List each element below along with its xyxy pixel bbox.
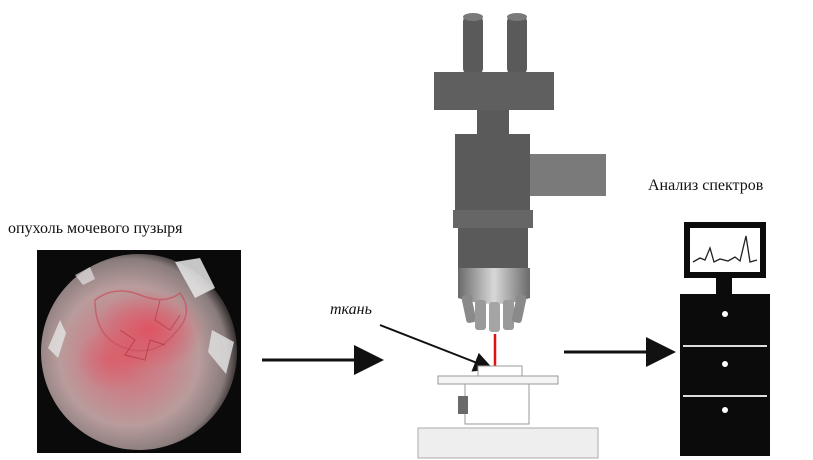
cabinet (680, 294, 770, 456)
computer-workstation-icon (680, 222, 770, 456)
tissue-pointer-arrow (380, 325, 490, 368)
tissue-sample (478, 366, 522, 376)
bladder-endoscopy-photo (37, 250, 241, 453)
raman-microscope-icon (418, 13, 606, 458)
